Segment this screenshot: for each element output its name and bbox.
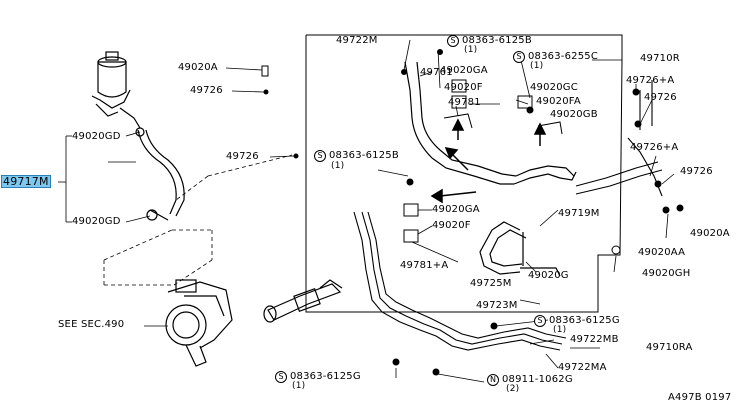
assembly-frame: [305, 34, 623, 313]
part-label-08363-6255C[interactable]: 08363-6255C: [528, 51, 599, 62]
part-label-08363-6125G-right[interactable]: 08363-6125G: [549, 315, 620, 326]
circle-s-icon: S: [513, 51, 525, 63]
part-label-49781-top[interactable]: 49781: [448, 97, 481, 108]
part-label-08363-6125G-left[interactable]: 08363-6125G: [290, 371, 361, 382]
part-label-49722M[interactable]: 49722M: [336, 35, 378, 46]
circle-s-icon: S: [534, 315, 546, 327]
part-label-49725M[interactable]: 49725M: [470, 278, 512, 289]
part-label-49020GB[interactable]: 49020GB: [550, 109, 598, 120]
part-label-49726-right-top[interactable]: 49726: [644, 92, 677, 103]
part-label-49726-right-bottom[interactable]: 49726: [680, 166, 713, 177]
part-label-49710RA[interactable]: 49710RA: [646, 342, 693, 353]
part-label-49020GD-top[interactable]: 49020GD: [72, 131, 121, 142]
lower-tube-bundle: [353, 211, 567, 351]
part-label-49761[interactable]: 49761: [420, 67, 453, 78]
part-label-49020A-left[interactable]: 49020A: [178, 62, 218, 73]
part-label-49020A-right[interactable]: 49020A: [690, 228, 730, 239]
part-label-49726-plus-A-bottom[interactable]: 49726+A: [630, 142, 679, 153]
pressure-hose: [404, 61, 577, 185]
part-label-49781-plus-A[interactable]: 49781+A: [400, 260, 449, 271]
steering-gear: [263, 279, 343, 323]
qty-label: (1): [292, 381, 306, 391]
qty-label: (1): [530, 61, 544, 71]
part-label-49020GC[interactable]: 49020GC: [530, 82, 578, 93]
part-label-08911-1062G[interactable]: 08911-1062G: [502, 374, 573, 385]
part-label-49722MB[interactable]: 49722MB: [570, 334, 619, 345]
power-steering-pump: [165, 279, 233, 367]
part-label-49020F-top[interactable]: 49020F: [444, 82, 483, 93]
circle-n-icon: N: [487, 374, 499, 386]
part-label-49020GA-top[interactable]: 49020GA: [440, 65, 488, 76]
circle-s-icon: S: [447, 35, 459, 47]
part-label-49726-plus-A-top[interactable]: 49726+A: [626, 75, 675, 86]
part-label-49020FA[interactable]: 49020FA: [536, 96, 581, 107]
qty-label: (1): [464, 45, 478, 55]
part-label-08363-6125B-top[interactable]: 08363-6125B: [462, 35, 532, 46]
see-sec-490-label[interactable]: SEE SEC.490: [58, 319, 125, 330]
part-label-49726-left[interactable]: 49726: [190, 85, 223, 96]
qty-label: (2): [506, 384, 520, 394]
reservoir-tank: [91, 51, 141, 129]
part-label-49020GD-bottom[interactable]: 49020GD: [72, 216, 121, 227]
clamps: [403, 79, 563, 243]
part-label-49020G[interactable]: 49020G: [528, 270, 569, 281]
part-label-49020GA-mid[interactable]: 49020GA: [432, 204, 480, 215]
part-label-49717M[interactable]: 49717M: [1, 175, 51, 188]
part-label-08363-6125B-mid[interactable]: 08363-6125B: [329, 150, 399, 161]
part-label-49719M[interactable]: 49719M: [558, 208, 600, 219]
fittings: [261, 49, 684, 376]
diagram-code: A497B 0197: [668, 392, 732, 403]
part-label-49020GH[interactable]: 49020GH: [642, 268, 691, 279]
qty-label: (1): [331, 161, 345, 171]
part-label-49020AA[interactable]: 49020AA: [638, 247, 686, 258]
part-label-49710R[interactable]: 49710R: [640, 53, 680, 64]
reservoir-hose: [135, 127, 185, 221]
part-label-49722MA[interactable]: 49722MA: [558, 362, 607, 373]
return-hose: [479, 221, 561, 277]
part-label-49726-mid[interactable]: 49726: [226, 151, 259, 162]
qty-label: (1): [553, 325, 567, 335]
arrows: [430, 118, 547, 204]
part-label-49723M[interactable]: 49723M: [476, 300, 518, 311]
circle-s-icon: S: [275, 371, 287, 383]
circle-s-icon: S: [314, 150, 326, 162]
part-label-49020F-mid[interactable]: 49020F: [432, 220, 471, 231]
